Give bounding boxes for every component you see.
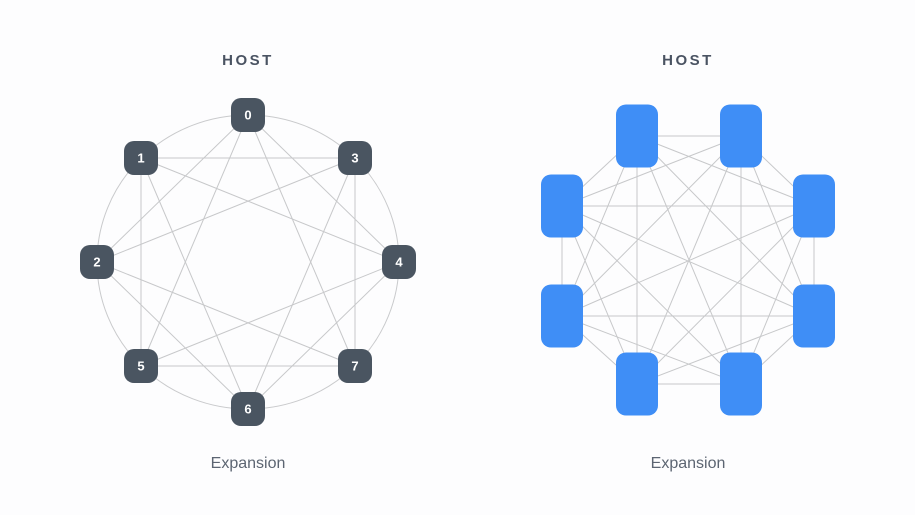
host-node: [231, 392, 265, 426]
left-diagram-title: HOST: [222, 52, 274, 69]
right-edge-line: [636, 135, 815, 317]
right-edge-line: [636, 315, 815, 385]
expanded-host-node: [616, 352, 658, 416]
right-edge-line: [561, 205, 815, 317]
host-node: [124, 349, 158, 383]
expanded-host-node: [720, 104, 762, 168]
host-node-label: 1: [137, 151, 144, 166]
host-node: [382, 245, 416, 279]
left-edge-line: [96, 157, 356, 263]
left-edge-line: [247, 157, 356, 410]
right-diagram-title: HOST: [662, 52, 714, 69]
host-node: [124, 141, 158, 175]
expanded-host-node: [793, 174, 835, 238]
host-node: [338, 141, 372, 175]
left-edge-line: [96, 114, 249, 263]
left-edge-line: [140, 261, 400, 367]
expanded-host-node: [793, 284, 835, 348]
left-edge-line: [140, 157, 249, 410]
left-edge-line: [247, 261, 400, 410]
right-diagram-caption: Expansion: [650, 455, 726, 472]
left-edge-line: [140, 157, 400, 263]
right-edge-line: [561, 205, 742, 385]
host-node: [80, 245, 114, 279]
left-edge-line: [96, 261, 249, 410]
right-edge-line: [636, 135, 815, 207]
host-node-label: 6: [244, 402, 251, 417]
right-edge-line: [561, 135, 742, 207]
expanded-host-node: [720, 352, 762, 416]
host-node-label: 5: [137, 359, 144, 374]
left-edge-line: [247, 114, 356, 367]
left-edge-line: [247, 114, 400, 263]
host-node: [338, 349, 372, 383]
right-edge-line: [636, 135, 742, 385]
right-edge-line: [636, 205, 815, 385]
host-node-label: 0: [244, 108, 251, 123]
left-diagram-caption: Expansion: [210, 455, 286, 472]
expanded-host-node: [541, 174, 583, 238]
host-node-label: 3: [351, 151, 358, 166]
host-node-label: 4: [395, 255, 403, 270]
expanded-host-node: [616, 104, 658, 168]
host-node: [231, 98, 265, 132]
right-edge-line: [561, 315, 742, 385]
right-edge-line: [561, 135, 742, 317]
left-edge-line: [96, 261, 356, 367]
host-node-label: 2: [93, 255, 100, 270]
left-edge-line: [140, 114, 249, 367]
host-node-label: 7: [351, 359, 358, 374]
expanded-host-node: [541, 284, 583, 348]
